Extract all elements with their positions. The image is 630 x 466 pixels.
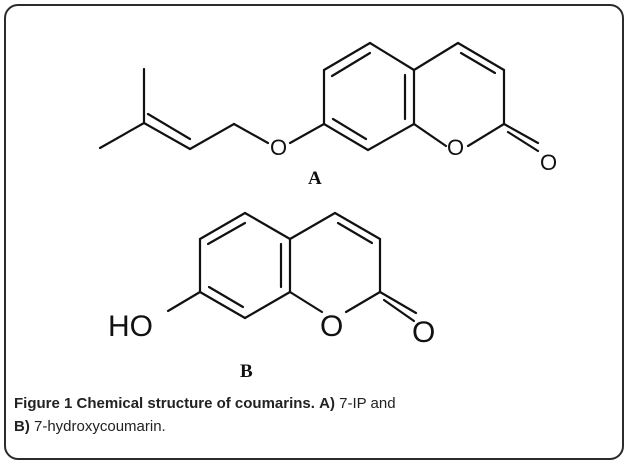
- ether-oxygen-a: O: [270, 135, 287, 160]
- carbonyl-oxygen-b: O: [412, 316, 435, 349]
- figure-caption: Figure 1 Chemical structure of coumarins…: [14, 392, 514, 438]
- part-b-label: B): [14, 418, 30, 435]
- part-a-text: 7-IP and: [339, 395, 396, 412]
- hydroxyl-group-b: HO: [108, 310, 153, 343]
- structure-b: [166, 211, 418, 323]
- part-a-label: A): [319, 395, 335, 412]
- structure-b-atoms: HO O O B: [108, 310, 435, 382]
- chemical-structures: O O O A: [98, 41, 557, 382]
- figure-title: Chemical structure of coumarins.: [76, 395, 315, 412]
- compound-label-a: A: [308, 168, 322, 189]
- ring-oxygen-b: O: [320, 310, 343, 343]
- figure-frame: O O O A: [4, 4, 624, 460]
- ring-oxygen-a: O: [447, 135, 464, 160]
- structure-a: [98, 41, 540, 153]
- part-b-text: 7-hydroxycoumarin.: [34, 418, 166, 435]
- structure-a-atoms: O O O A: [270, 135, 557, 189]
- figure-label: Figure 1: [14, 395, 73, 412]
- carbonyl-oxygen-a: O: [540, 150, 557, 175]
- compound-label-b: B: [240, 361, 253, 382]
